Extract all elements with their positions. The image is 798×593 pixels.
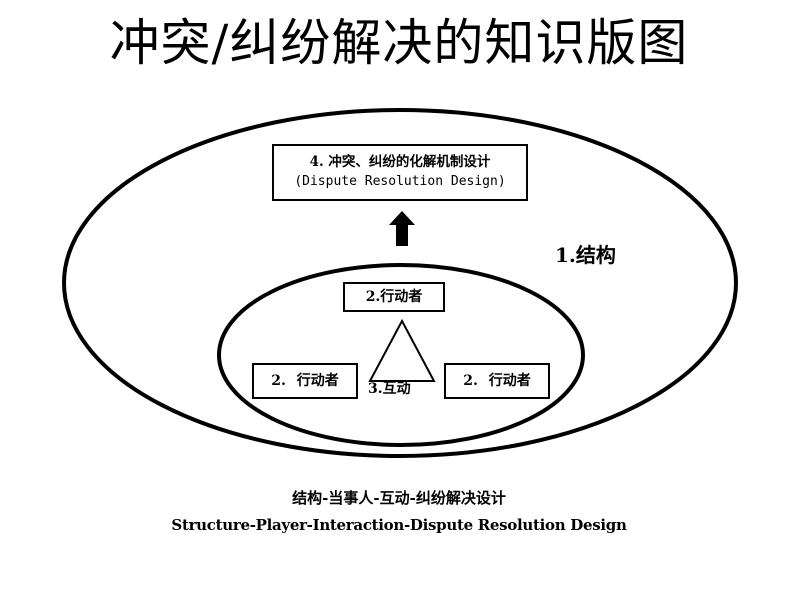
caption-english: Structure-Player-Interaction-Dispute Res… xyxy=(171,516,627,534)
dispute-resolution-design-box: 4. 冲突、纠纷的化解机制设计 (Dispute Resolution Desi… xyxy=(272,144,528,201)
interaction-label: 3.互动 xyxy=(368,381,411,397)
structure-ellipse xyxy=(62,108,738,458)
up-arrow-icon xyxy=(389,211,415,246)
structure-label: 1.结构 xyxy=(555,243,616,267)
actor-box-right: 2. 行动者 xyxy=(444,363,550,399)
actor-box-left: 2. 行动者 xyxy=(252,363,358,399)
actors-ellipse xyxy=(217,263,585,447)
design-box-line2: (Dispute Resolution Design) xyxy=(294,174,506,189)
actor-box-top: 2.行动者 xyxy=(343,282,445,312)
page-title: 冲突/纠纷解决的知识版图 xyxy=(109,14,689,72)
interaction-triangle xyxy=(368,318,436,382)
caption-chinese: 结构-当事人-互动-纠纷解决设计 xyxy=(292,489,506,507)
design-box-line1: 4. 冲突、纠纷的化解机制设计 xyxy=(309,154,491,170)
